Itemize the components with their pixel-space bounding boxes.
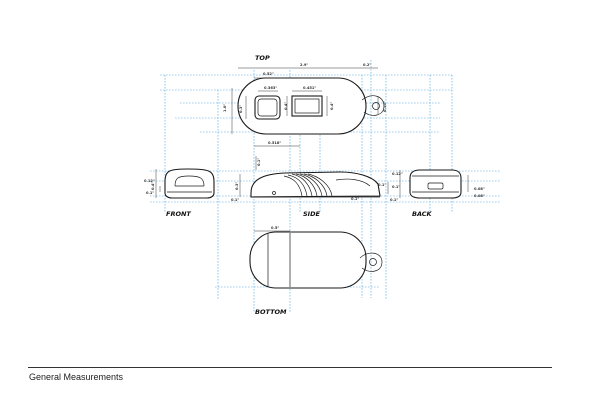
dim-back-lip: 0.12" — [392, 172, 403, 176]
view-label-top: TOP — [255, 54, 270, 62]
keyring-loop — [361, 95, 385, 116]
side-screw — [272, 191, 276, 195]
dim-side-step: 0.1" — [378, 183, 386, 187]
back-port — [427, 182, 444, 190]
top-window-inner — [294, 98, 320, 114]
bottom-keyring-loop — [359, 252, 383, 272]
side-clip — [335, 178, 371, 187]
view-label-bottom: BOTTOM — [255, 308, 287, 316]
back-body — [409, 169, 462, 199]
top-button-inner — [257, 98, 278, 117]
dim-top-window-width: 0.451" — [303, 86, 316, 90]
dim-side-base: 0.1" — [231, 198, 239, 202]
bottom-body-outline — [249, 231, 367, 289]
dim-side-offset: 0.518" — [268, 141, 281, 145]
dim-top-button-inner: 0.363" — [264, 86, 277, 90]
front-button — [174, 175, 205, 187]
top-window — [291, 95, 323, 117]
dim-front-base: 0.1" — [146, 191, 154, 195]
dim-side-small: 0.1" — [257, 158, 261, 166]
view-label-side: SIDE — [303, 210, 320, 218]
side-ribs — [283, 173, 333, 197]
front-body — [164, 168, 215, 199]
dim-back-small-a: 0.1" — [390, 198, 398, 202]
dim-front-lip: 0.12" — [144, 179, 155, 183]
dim-top-right-height: 0.15" — [383, 101, 387, 112]
keyring-hole — [372, 102, 380, 110]
footer-divider — [28, 367, 552, 368]
dim-back-small-c: 0.08" — [474, 194, 485, 198]
dim-side-tail: 0.1" — [351, 197, 359, 201]
bottom-keyring-hole — [369, 258, 377, 266]
top-button — [254, 95, 281, 120]
side-view — [239, 156, 389, 198]
dim-top-height: 1.0" — [223, 104, 227, 112]
dim-top-end-width: 0.2" — [363, 63, 371, 67]
dim-back-small-b: 0.08" — [474, 187, 485, 191]
front-view — [155, 168, 215, 199]
view-label-back: BACK — [412, 210, 433, 218]
dim-top-small-a: 0.4" — [284, 102, 288, 110]
dim-top-button-width: 0.52" — [263, 72, 274, 76]
dim-back-mid: 0.1" — [392, 185, 400, 189]
view-label-front: FRONT — [166, 210, 191, 218]
dim-top-button-height: 0.3" — [239, 105, 243, 113]
back-view — [399, 169, 469, 199]
bottom-view — [249, 230, 383, 289]
top-view — [231, 67, 385, 147]
dim-front-height: 0.4" — [151, 182, 155, 190]
dim-top-overall-width: 2.9" — [300, 63, 308, 67]
dim-side-height: 0.3" — [235, 182, 239, 190]
side-body — [250, 171, 381, 198]
dim-bottom-band: 0.5" — [271, 226, 279, 230]
dim-top-small-b: 0.4" — [330, 102, 334, 110]
footer-caption: General Measurements — [29, 372, 124, 382]
